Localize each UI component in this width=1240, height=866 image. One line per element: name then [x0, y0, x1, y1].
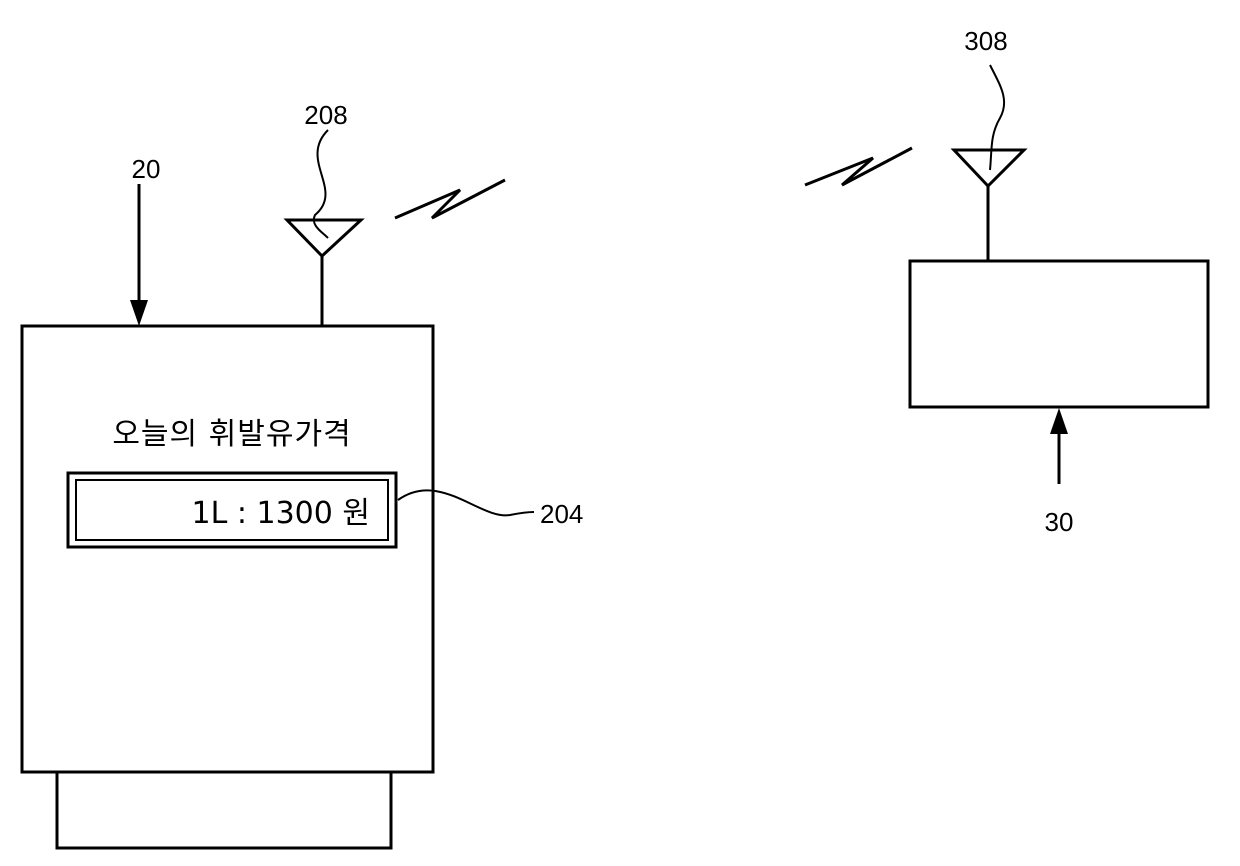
price-display-text: 1L : 1300 원	[192, 496, 370, 531]
label-208: 208	[304, 100, 347, 130]
dispenser-base	[57, 772, 391, 848]
receiver-device	[910, 150, 1208, 407]
dispenser-antenna-icon	[287, 220, 361, 326]
wireless-signal-icon-2	[805, 148, 912, 185]
label-20: 20	[132, 154, 161, 184]
receiver-body	[910, 261, 1208, 407]
fuel-dispenser: 오늘의 휘발유가격 1L : 1300 원	[22, 220, 433, 848]
dispenser-title: 오늘의 휘발유가격	[112, 417, 351, 452]
wireless-signal-icon	[395, 180, 505, 218]
label-308: 308	[964, 26, 1007, 56]
dispenser-ref-arrow	[130, 184, 148, 326]
display-204-leader	[398, 490, 534, 515]
antenna-308-leader	[990, 65, 1004, 170]
label-204: 204	[540, 499, 583, 529]
label-30: 30	[1045, 507, 1074, 537]
antenna-208-leader	[314, 130, 328, 238]
price-display: 1L : 1300 원	[68, 473, 396, 547]
receiver-antenna-icon	[954, 150, 1024, 261]
dispenser-body	[22, 326, 433, 772]
receiver-ref-arrow	[1050, 408, 1068, 484]
